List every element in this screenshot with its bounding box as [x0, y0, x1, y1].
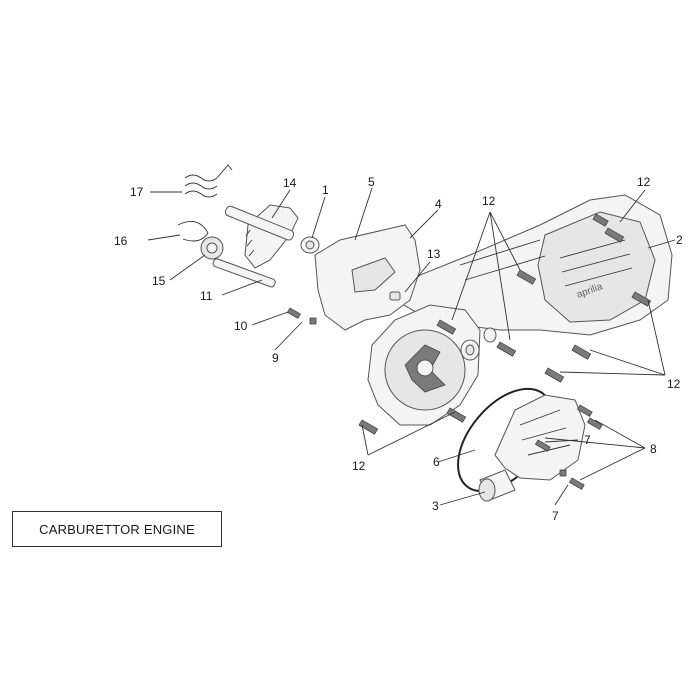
bolt: [568, 477, 585, 490]
callout-1: 1: [322, 183, 329, 197]
bolt: [286, 307, 301, 319]
washer-disk: [460, 327, 497, 361]
callout-12-right: 12: [667, 377, 681, 391]
part-16-circlip: [177, 220, 209, 242]
bolt: [436, 319, 457, 335]
callout-5: 5: [368, 175, 375, 189]
part-2-transmission-cover: aprilia: [394, 194, 673, 336]
bolt: [544, 367, 565, 383]
bolt: [358, 419, 379, 435]
bolts: [286, 213, 652, 490]
bolt: [446, 407, 467, 423]
callout-3: 3: [432, 499, 439, 513]
callout-2: 2: [676, 233, 683, 247]
callout-12-top: 12: [482, 194, 496, 208]
callout-6: 6: [433, 455, 440, 469]
part-14-gear-sector: [224, 204, 299, 269]
callouts: 17 14 1 5 4 13 16 15 11 10 9 12 12 2 12 …: [114, 175, 683, 523]
bolt: [496, 341, 517, 357]
part-1-bushing: [300, 236, 320, 254]
callout-4: 4: [435, 197, 442, 211]
caption-text: CARBURETTOR ENGINE: [39, 521, 195, 537]
part-11-shaft: [212, 258, 276, 288]
callout-12-right-top: 12: [637, 175, 651, 189]
part-4-inner-cover: [367, 304, 481, 426]
bolt: [571, 344, 592, 360]
caption-box: CARBURETTOR ENGINE: [12, 511, 222, 547]
bolt: [576, 404, 593, 417]
bolt: [534, 439, 551, 452]
callout-10: 10: [234, 319, 248, 333]
bolt: [516, 269, 537, 285]
callout-11: 11: [200, 289, 213, 303]
part-13-dowel: [389, 291, 401, 301]
bolt: [586, 417, 603, 430]
leader-lines: [147, 187, 676, 506]
part-15-small-gear: [200, 236, 224, 260]
callout-13: 13: [427, 247, 441, 261]
bolt: [309, 317, 317, 325]
callout-8: 8: [650, 442, 657, 456]
bolt: [559, 469, 567, 477]
callout-9: 9: [272, 351, 279, 365]
bolt: [592, 213, 609, 227]
callout-17: 17: [130, 185, 144, 199]
part-5-gasket: [314, 224, 421, 331]
callout-15: 15: [152, 274, 166, 288]
part-17-spring: [184, 164, 233, 198]
callout-16: 16: [114, 234, 128, 248]
callout-7-bottom: 7: [552, 509, 559, 523]
callout-7-top: 7: [584, 433, 591, 447]
callout-12-left: 12: [352, 459, 366, 473]
part-3-air-duct: [478, 394, 586, 502]
callout-14: 14: [283, 176, 297, 190]
bolt: [604, 227, 625, 243]
